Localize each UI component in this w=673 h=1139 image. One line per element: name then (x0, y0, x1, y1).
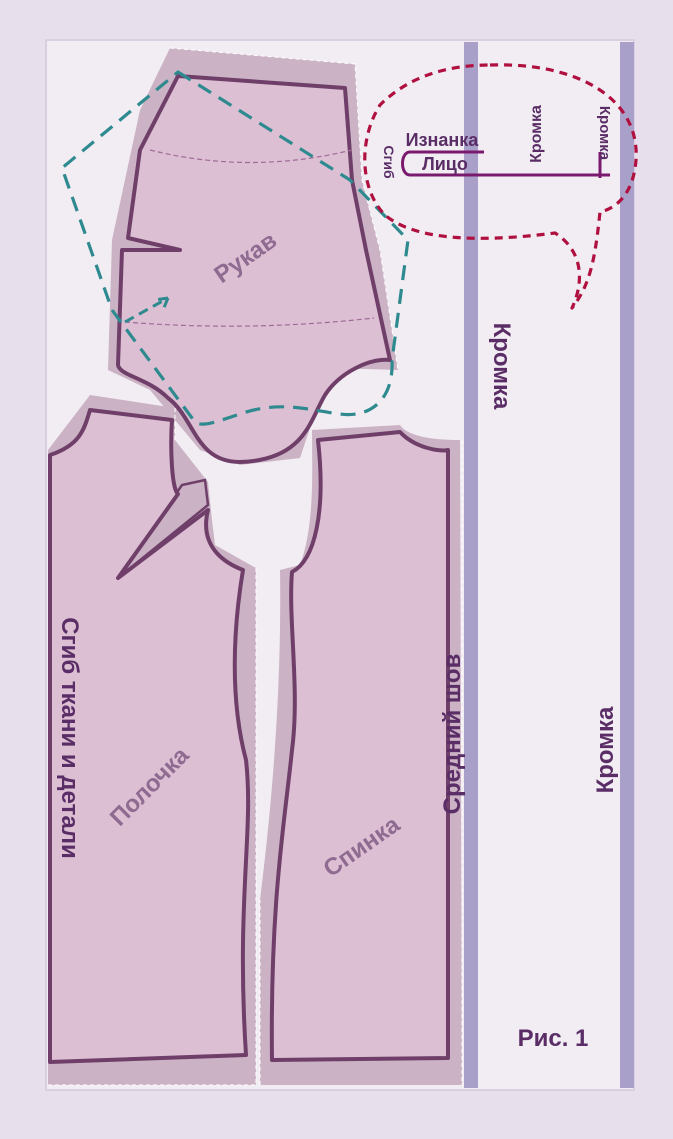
callout-fold-shape (401, 150, 610, 177)
figure-label: Рис. 1 (518, 1025, 589, 1052)
sleeve-allowance-cutline (169, 47, 399, 371)
front-cutline (48, 408, 257, 1086)
sleeve-guide-line-lower (124, 317, 375, 327)
back-cutline (259, 440, 463, 1085)
callout-selvage-outer-label: Кромка (596, 106, 613, 161)
center-seam-label: Средний шов (439, 654, 466, 815)
selvage-bar-middle (464, 42, 478, 1088)
front-piece (48, 408, 251, 1064)
callout-fold-label: Сгиб (381, 145, 397, 179)
selvage-label-lower: Кромка (592, 706, 619, 793)
sleeve-guide-line-upper (149, 149, 353, 164)
fold-label: Сгиб ткани и детали (56, 617, 83, 858)
sleeve-piece (116, 74, 392, 464)
selvage-label-upper: Кромка (488, 323, 515, 410)
sleeve-alt-arrow (124, 296, 170, 324)
callout-selvage-inner-label: Кромка (528, 105, 545, 163)
callout-right-side-label: Лицо (422, 154, 468, 174)
callout-wrong-side-label: Изнанка (406, 130, 480, 150)
callout-bubble (363, 63, 638, 310)
back-piece (269, 430, 450, 1062)
sleeve-alt-layout-outline (60, 70, 410, 426)
selvage-bar-right (620, 42, 634, 1088)
